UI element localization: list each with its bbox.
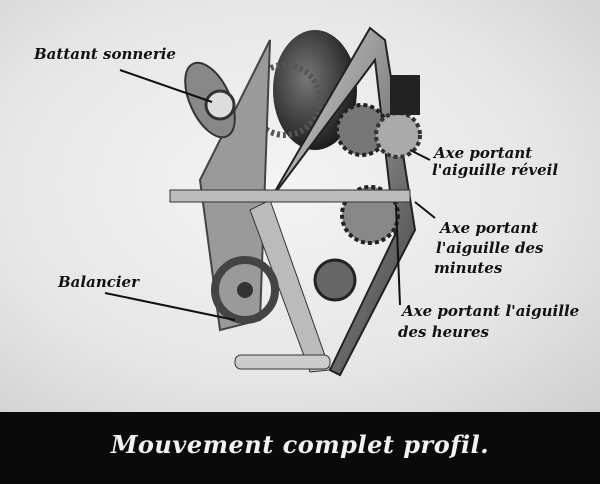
label-balancier: Balancier	[58, 273, 139, 291]
caption: Mouvement complet profil.	[110, 430, 490, 459]
gear	[374, 111, 422, 159]
clock-movement-illustration	[104, 26, 436, 377]
label-axe-minutes-line1: Axe portant	[440, 219, 539, 237]
label-axe-reveil-line1: Axe portant	[434, 144, 533, 162]
clock-movement-photo: Battant sonnerie Axe portant l'aiguille …	[0, 0, 600, 412]
caption-band: Mouvement complet profil.	[0, 412, 600, 484]
label-axe-minutes-line2: l'aiguille des	[436, 239, 544, 257]
balance-wheel	[211, 256, 279, 324]
label-axe-heures-line1: Axe portant l'aiguille	[402, 302, 580, 320]
leader-line	[409, 149, 431, 161]
leader-line	[395, 204, 401, 306]
leader-line	[414, 201, 436, 219]
label-axe-heures-line2: des heures	[398, 323, 489, 341]
label-axe-reveil-line2: l'aiguille réveil	[432, 161, 559, 179]
spring-barrel	[273, 30, 357, 150]
label-axe-minutes-line3: minutes	[434, 259, 503, 277]
leader-line	[104, 292, 236, 321]
leader-line	[119, 69, 213, 103]
label-battant-sonnerie: Battant sonnerie	[34, 45, 176, 63]
